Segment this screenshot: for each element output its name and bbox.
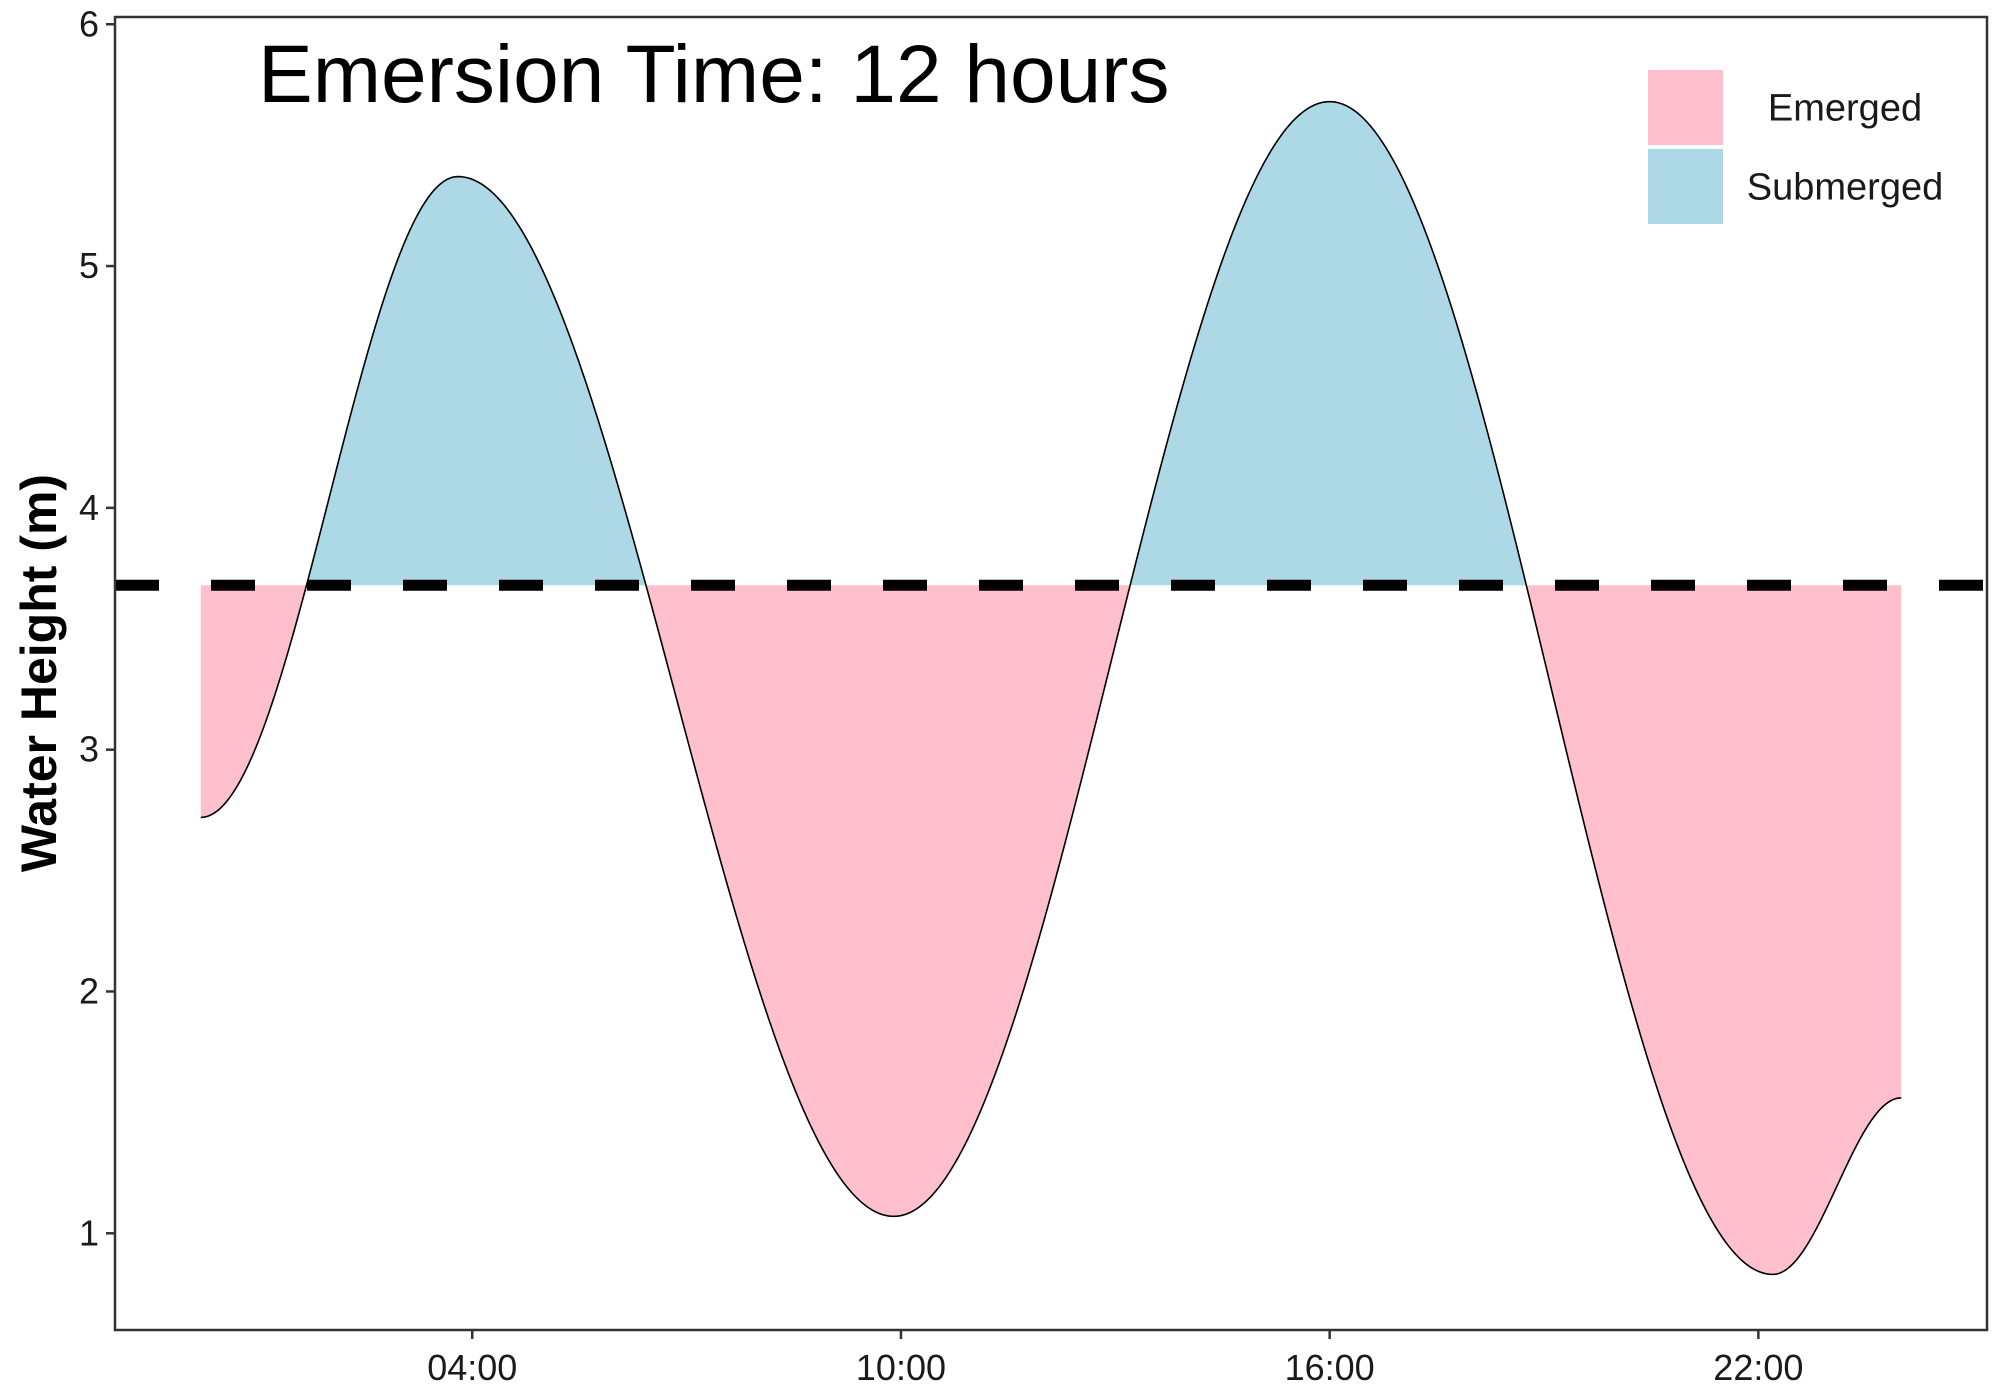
x-tick-label: 16:00 xyxy=(1285,1347,1375,1388)
y-tick-label: 6 xyxy=(79,3,99,44)
x-tick-label: 04:00 xyxy=(427,1347,517,1388)
emerged-area xyxy=(200,585,307,818)
y-tick-label: 3 xyxy=(79,729,99,770)
x-axis: 04:00 10:00 16:00 22:00 xyxy=(427,1330,1803,1388)
emerged-area xyxy=(1526,585,1902,1275)
y-axis: 1 2 3 4 5 6 xyxy=(79,3,115,1253)
area-fills xyxy=(200,101,1902,1275)
y-tick-label: 2 xyxy=(79,970,99,1011)
legend-key-emerged xyxy=(1648,70,1723,145)
legend-label-emerged: Emerged xyxy=(1768,88,1922,130)
y-tick-label: 1 xyxy=(79,1212,99,1253)
tide-curve-group xyxy=(200,100,1902,1276)
chart-title: Emersion Time: 12 hours xyxy=(258,29,1170,120)
plot-panel-border xyxy=(113,15,1989,1332)
submerged-area xyxy=(306,176,646,586)
x-tick-label: 10:00 xyxy=(856,1347,946,1388)
y-tick-label: 4 xyxy=(79,487,99,528)
legend-label-submerged: Submerged xyxy=(1747,167,1943,209)
legend-key-submerged xyxy=(1648,149,1723,224)
x-tick-label: 22:00 xyxy=(1713,1347,1803,1388)
submerged-area xyxy=(1130,101,1527,586)
emerged-area xyxy=(645,585,1131,1217)
tide-curve xyxy=(200,100,1902,1276)
y-tick-label: 5 xyxy=(79,245,99,286)
y-axis-title: Water Height (m) xyxy=(11,474,67,872)
